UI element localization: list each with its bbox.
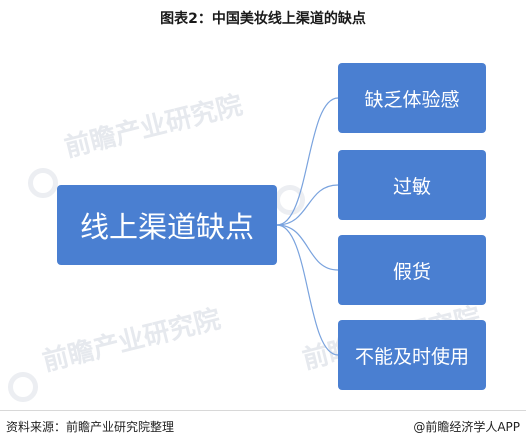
source-note: 资料来源：前瞻产业研究院整理 [6, 420, 175, 434]
leaf-node-label: 不能及时使用 [354, 345, 469, 368]
leaf-node-label: 缺乏体验感 [364, 88, 460, 111]
connector-line [276, 184, 339, 226]
leaf-node-lack-of-experience: 缺乏体验感 [338, 63, 486, 133]
leaf-node-label: 假货 [392, 260, 431, 283]
root-node: 线上渠道缺点 [57, 185, 277, 265]
connector-line [276, 224, 339, 356]
page-title: 图表2：中国美妆线上渠道的缺点 [160, 11, 366, 27]
leaf-node-allergy: 过敏 [338, 150, 486, 220]
connector-line [276, 97, 339, 226]
leaf-node-label: 过敏 [392, 175, 431, 198]
leaf-node-not-immediate-use: 不能及时使用 [338, 320, 486, 390]
connector-line [276, 224, 339, 271]
credit-note: @前瞻经济学人APP [413, 420, 520, 434]
leaf-node-counterfeit: 假货 [338, 235, 486, 305]
footer-divider [0, 410, 526, 411]
root-node-label: 线上渠道缺点 [79, 210, 254, 244]
